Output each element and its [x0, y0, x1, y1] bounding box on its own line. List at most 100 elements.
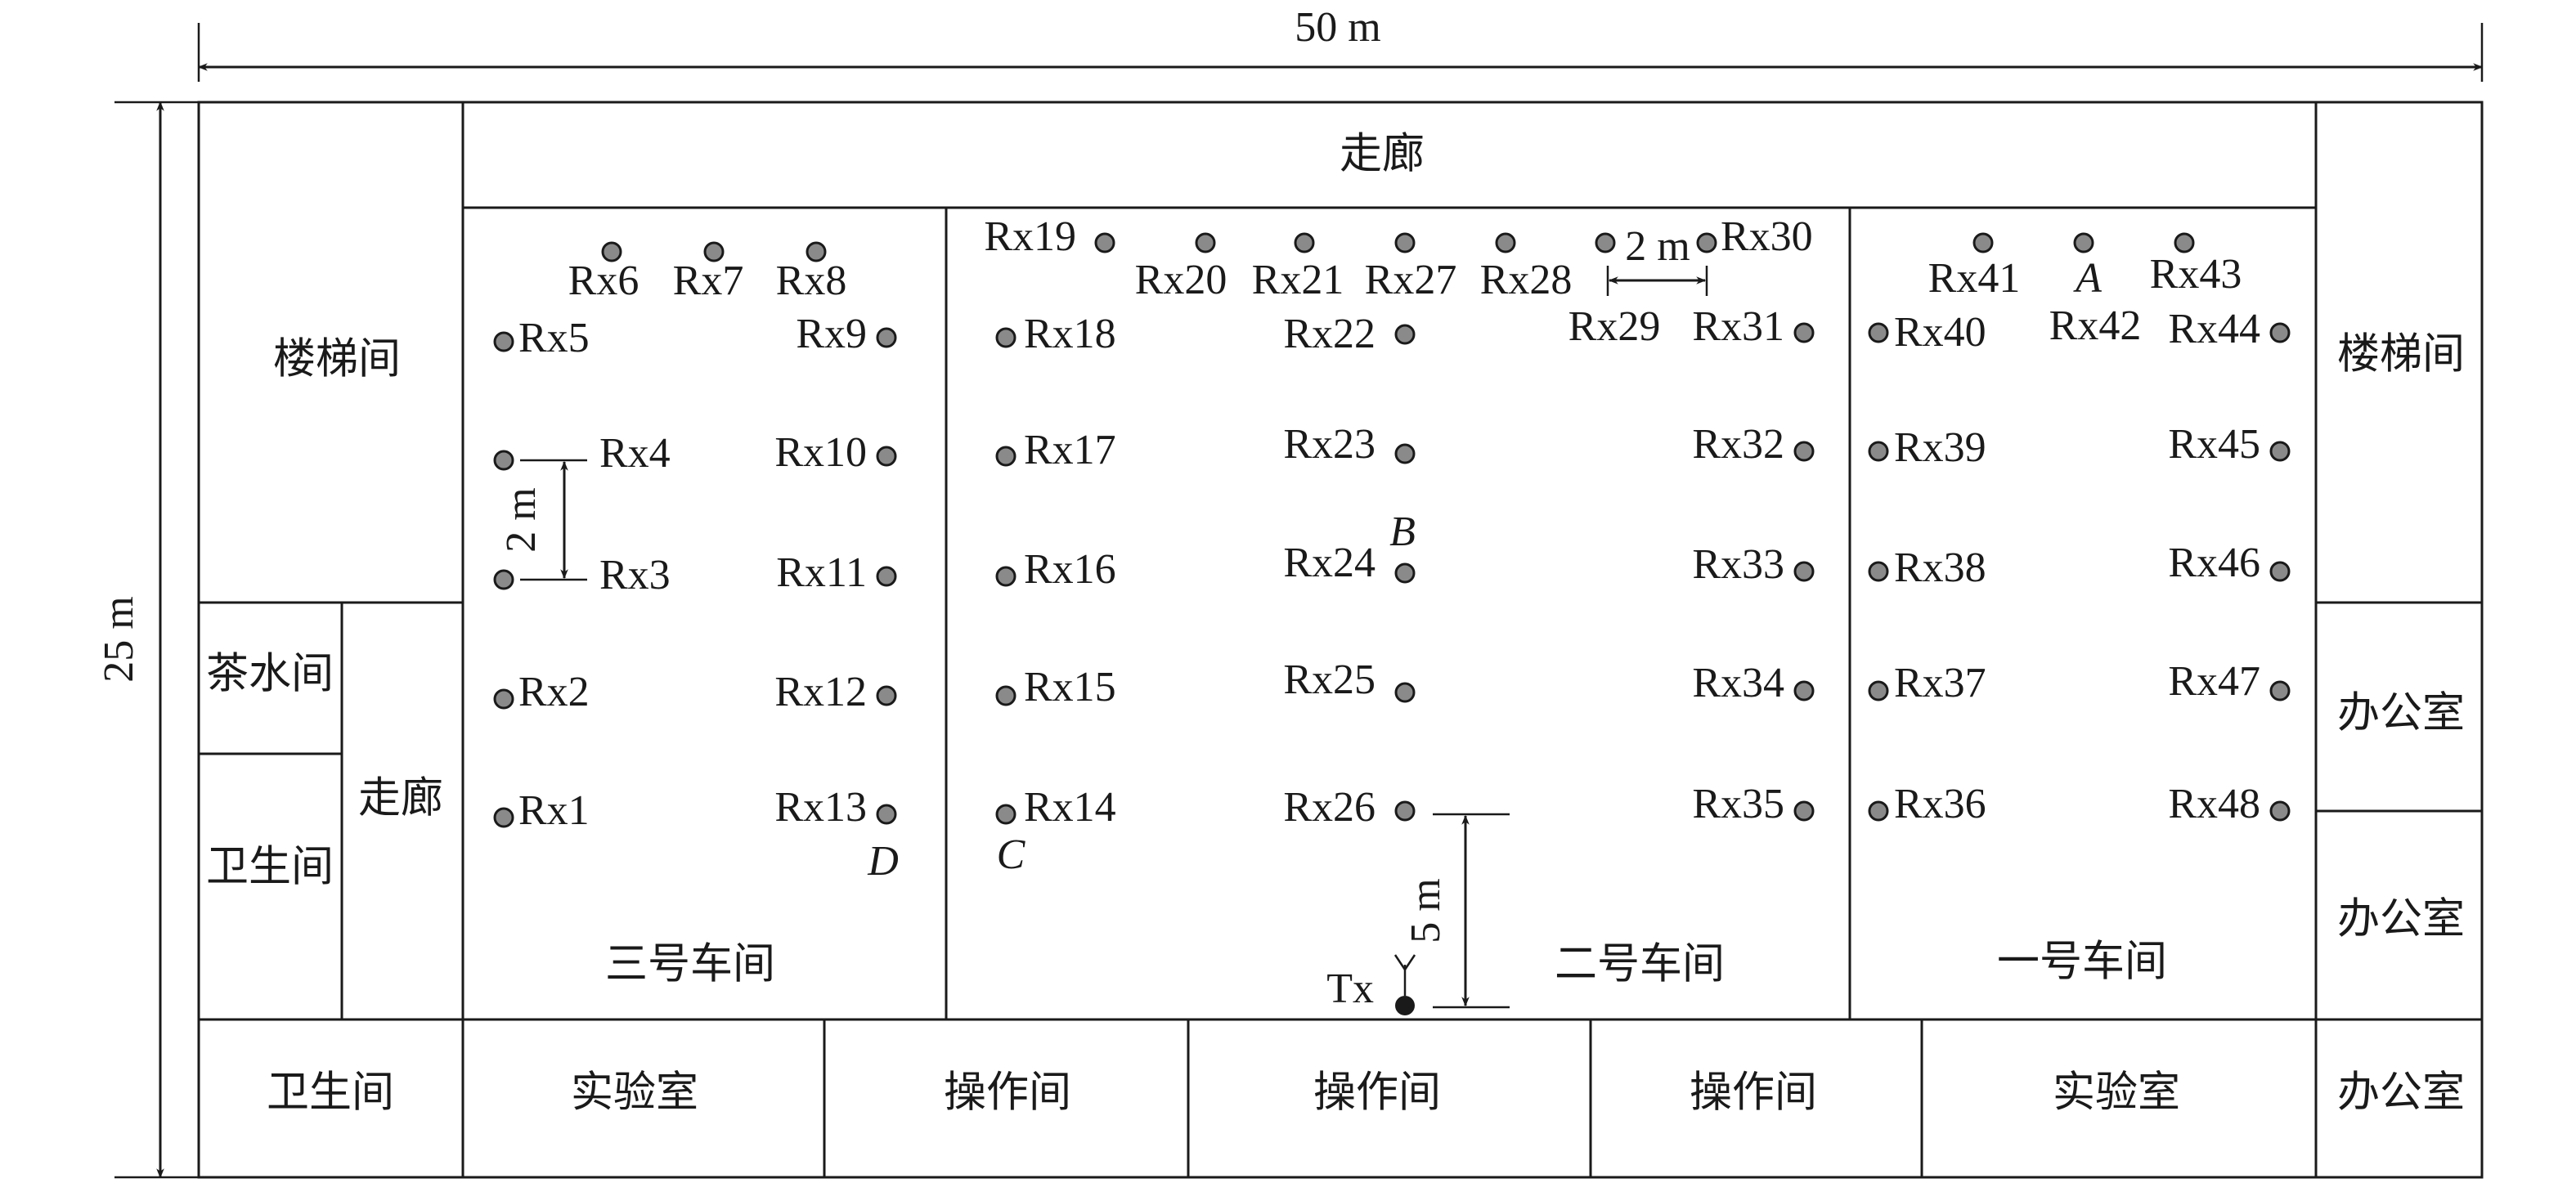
rx22-dot	[1394, 324, 1416, 345]
height-label: 25 m	[96, 596, 142, 682]
rx10-label: Rx10	[774, 429, 867, 476]
vertical-spacing-label: 2 m	[498, 487, 545, 552]
room-left-corridor: 走廊	[358, 774, 443, 823]
room-workshop-3: 三号车间	[605, 940, 775, 989]
rx48-label: Rx48	[2168, 781, 2260, 827]
rx41-label: Rx41	[1928, 255, 2021, 302]
room-stair-left: 楼梯间	[273, 335, 401, 384]
rx42-label: Rx42	[2049, 302, 2142, 349]
room-stair-right: 楼梯间	[2337, 330, 2465, 379]
rx38-label: Rx38	[1894, 544, 1986, 591]
rx9-label: Rx9	[796, 311, 867, 357]
rx44-dot	[2269, 322, 2291, 343]
rx31-label: Rx31	[1692, 303, 1784, 350]
rx4-dot	[493, 450, 514, 471]
rx32-label: Rx32	[1692, 421, 1784, 468]
rx35-label: Rx35	[1692, 781, 1784, 827]
rx28-label: Rx28	[1480, 257, 1573, 303]
receiver-dots	[493, 232, 2291, 828]
rx47-label: Rx47	[2168, 658, 2260, 705]
rx21-dot	[1294, 232, 1315, 253]
horizontal-spacing-marker: 2 m	[1606, 223, 1708, 296]
rx17-dot	[995, 446, 1016, 467]
rx5-dot	[493, 331, 514, 352]
rx34-label: Rx34	[1692, 660, 1784, 706]
rx17-label: Rx17	[1024, 427, 1116, 473]
rx32-dot	[1793, 441, 1815, 462]
rx40-dot	[1868, 322, 1889, 343]
rx23-dot	[1394, 443, 1416, 464]
rx15-label: Rx15	[1024, 664, 1116, 710]
horizontal-spacing-label: 2 m	[1625, 223, 1690, 270]
rx38-dot	[1868, 561, 1889, 582]
rx40-label: Rx40	[1894, 309, 1986, 356]
point-b: B	[1389, 509, 1416, 555]
rx26-label: Rx26	[1283, 784, 1376, 831]
rx11-dot	[876, 566, 897, 587]
rx24-label: Rx24	[1283, 540, 1376, 586]
rx30-dot	[1696, 232, 1717, 253]
rx26-dot	[1394, 800, 1416, 822]
rx43-dot	[2174, 232, 2195, 253]
rx35-dot	[1793, 800, 1815, 822]
rx46-label: Rx46	[2168, 540, 2260, 586]
rx36-label: Rx36	[1894, 781, 1986, 827]
rx3-dot	[493, 569, 514, 590]
rx18-dot	[995, 327, 1016, 348]
rx4-label: Rx4	[599, 430, 671, 477]
room-op-1: 操作间	[944, 1069, 1071, 1118]
rx18-label: Rx18	[1024, 311, 1116, 357]
rx29-dot	[1595, 232, 1616, 253]
walls	[197, 101, 2484, 1179]
room-restroom-bottom: 卫生间	[267, 1069, 394, 1118]
rx7-label: Rx7	[673, 258, 744, 304]
room-lab-left: 实验室	[571, 1069, 698, 1118]
rx14-dot	[995, 804, 1016, 825]
rx28-dot	[1495, 232, 1516, 253]
rx6-dot	[601, 241, 622, 262]
rx13-dot	[876, 804, 897, 825]
rx2-label: Rx2	[518, 669, 590, 715]
rx45-dot	[2269, 441, 2291, 462]
rx46-dot	[2269, 561, 2291, 582]
rx33-dot	[1793, 561, 1815, 582]
rx42-dot	[2073, 232, 2094, 253]
rx47-dot	[2269, 680, 2291, 701]
room-lab-right: 实验室	[2053, 1069, 2180, 1118]
rx39-label: Rx39	[1894, 424, 1986, 471]
rx19-label: Rx19	[984, 213, 1076, 260]
rx23-label: Rx23	[1283, 421, 1376, 468]
rx20-label: Rx20	[1135, 257, 1227, 303]
point-a: A	[2073, 255, 2102, 302]
rx14-label: Rx14	[1024, 784, 1116, 831]
width-label: 50 m	[1295, 4, 1380, 51]
rx15-dot	[995, 685, 1016, 706]
rx29-label: Rx29	[1568, 303, 1661, 350]
rx37-dot	[1868, 680, 1889, 701]
room-office-1: 办公室	[2337, 689, 2465, 738]
rx13-label: Rx13	[774, 784, 867, 831]
room-office-3: 办公室	[2337, 1069, 2465, 1118]
rx41-dot	[1972, 232, 1994, 253]
rx2-dot	[493, 688, 514, 710]
tx-label: Tx	[1326, 966, 1374, 1012]
rx19-dot	[1094, 232, 1115, 253]
rx37-label: Rx37	[1894, 660, 1986, 706]
rx16-dot	[995, 566, 1016, 587]
vertical-spacing-marker: 2 m	[498, 459, 587, 581]
room-workshop-1: 一号车间	[1997, 938, 2167, 987]
rx20-dot	[1195, 232, 1216, 253]
rx33-label: Rx33	[1692, 541, 1784, 588]
room-restroom-left: 卫生间	[206, 843, 334, 892]
rx36-dot	[1868, 800, 1889, 822]
room-office-2: 办公室	[2337, 895, 2465, 944]
rx24-dot	[1394, 562, 1416, 584]
room-top-corridor: 走廊	[1340, 130, 1425, 179]
rx10-dot	[876, 446, 897, 467]
rx6-label: Rx6	[568, 258, 640, 304]
rx45-label: Rx45	[2168, 421, 2260, 468]
rx48-dot	[2269, 800, 2291, 822]
rx44-label: Rx44	[2168, 306, 2260, 352]
room-op-3: 操作间	[1690, 1069, 1817, 1118]
